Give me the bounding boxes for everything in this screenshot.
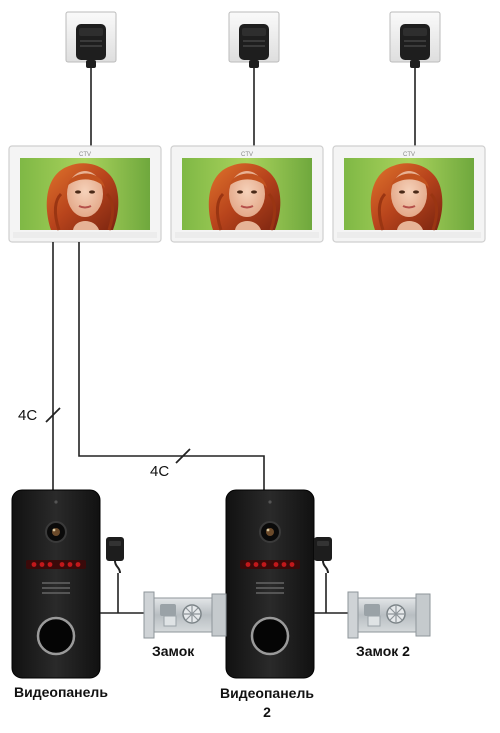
lock-wires — [100, 573, 350, 614]
monitor-brand: CTV — [241, 152, 253, 158]
monitor-brand: CTV — [79, 152, 91, 158]
power-adapter-icon — [313, 536, 333, 574]
monitor-icon — [169, 144, 325, 244]
lock-1-label: Замок — [152, 643, 195, 659]
panel-2-label: Видеопанель 2 — [212, 684, 322, 722]
wire-label-horizontal: 4C — [150, 463, 170, 480]
monitor-brand: CTV — [403, 152, 415, 158]
door-panel-icon — [10, 488, 102, 680]
panel-2-label-line2: 2 — [263, 704, 271, 720]
panel-1-label: Видеопанель — [14, 684, 108, 700]
lock-icon — [143, 591, 227, 639]
lock-icon — [347, 591, 431, 639]
power-adapter-icon — [389, 11, 441, 69]
panel-2-label-line1: Видеопанель — [220, 685, 314, 701]
power-adapter-icon — [65, 11, 117, 69]
power-adapter-icon — [105, 536, 125, 574]
wire-label-vertical: 4C — [18, 407, 38, 424]
panel-wires — [52, 242, 265, 490]
monitor-icon — [331, 144, 487, 244]
power-adapter-icon — [228, 11, 280, 69]
door-panel-icon — [224, 488, 316, 680]
lock-2-label: Замок 2 — [356, 643, 410, 659]
monitor-icon — [7, 144, 163, 244]
adapter-cables — [90, 68, 416, 146]
